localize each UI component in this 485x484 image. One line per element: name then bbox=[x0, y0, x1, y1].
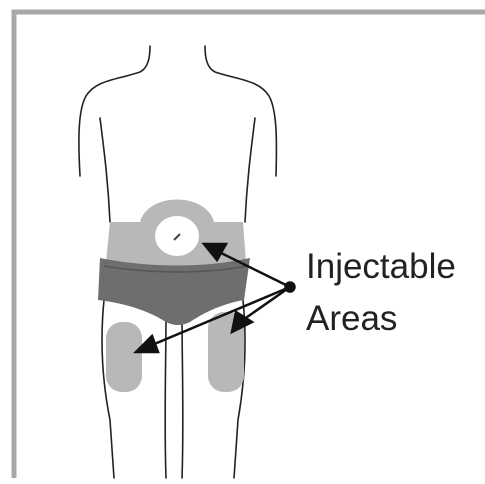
label-injectable: Injectable bbox=[306, 247, 456, 286]
torso-outline bbox=[79, 46, 277, 222]
label-areas: Areas bbox=[306, 299, 397, 338]
right-thigh-injection-area bbox=[106, 322, 142, 392]
